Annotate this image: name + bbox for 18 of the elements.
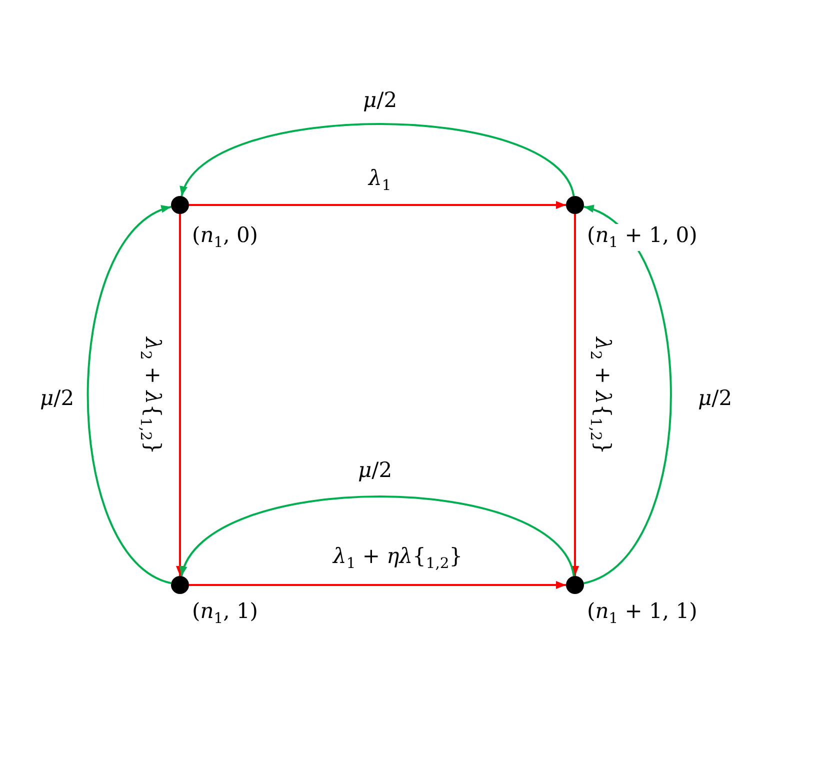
arrow	[571, 214, 579, 576]
rate-label: μ/2	[40, 386, 74, 410]
arrow	[583, 206, 672, 584]
state-dot	[566, 576, 584, 594]
state-dot	[566, 196, 584, 214]
arrow	[189, 201, 566, 209]
rate-label: μ/2	[363, 88, 398, 112]
rate-label: μ/2	[358, 458, 392, 482]
rate-label: λ$_{1}$ + ηλ{$_{1,2}$}	[333, 544, 463, 572]
arrow	[180, 123, 575, 197]
arrow	[189, 581, 566, 589]
state-label: (n$_{1}$ + 1, 0)	[587, 224, 698, 252]
state-dot	[171, 196, 189, 214]
arrow	[180, 496, 575, 577]
rate-label: μ/2	[698, 386, 732, 410]
arrow	[86, 206, 172, 584]
arrow	[176, 214, 184, 576]
state-dot	[171, 576, 189, 594]
